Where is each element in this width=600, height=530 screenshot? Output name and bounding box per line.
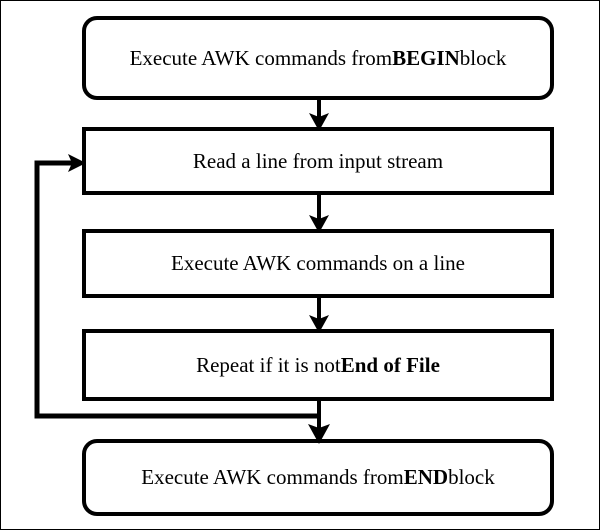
node-shape-read-line[interactable] bbox=[82, 127, 554, 195]
node-shape-begin-block[interactable] bbox=[82, 16, 554, 100]
connector-repeat-to-end bbox=[308, 399, 330, 444]
connector-loop-back bbox=[34, 154, 318, 419]
arrowhead-into-repeat-check bbox=[309, 315, 329, 333]
connector-execute-to-repeat bbox=[309, 296, 329, 333]
arrowhead-into-end-block bbox=[308, 424, 330, 444]
node-shape-execute-on-line[interactable] bbox=[82, 229, 554, 298]
node-shape-end-block[interactable] bbox=[82, 439, 554, 516]
arrowhead-into-read-line bbox=[68, 154, 86, 172]
connector-read-to-execute bbox=[309, 193, 329, 233]
arrowhead-into-execute-on-line bbox=[309, 215, 329, 233]
arrowhead-into-read-line-top bbox=[309, 113, 329, 131]
node-shape-repeat-check[interactable] bbox=[82, 329, 554, 401]
connector-begin-to-read bbox=[309, 98, 329, 131]
